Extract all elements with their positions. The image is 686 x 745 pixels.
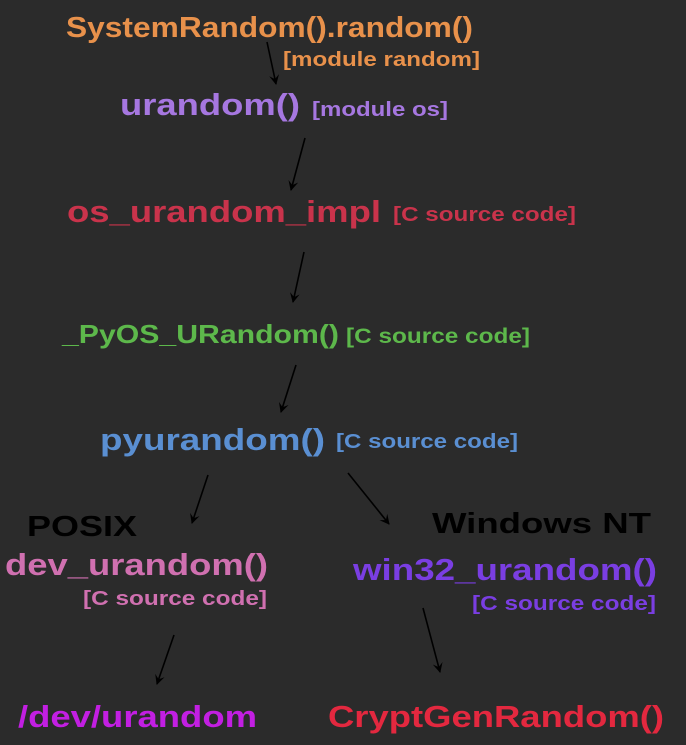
pyurandom-name: pyurandom() xyxy=(100,422,325,457)
arrow-pyos-urandom-to-pyurandom xyxy=(278,364,297,413)
win32-urandom-name: win32_urandom() xyxy=(352,552,657,587)
posix-platform-label: POSIX xyxy=(27,511,138,543)
arrow-win32-urandom-to-cryptgenrandom xyxy=(422,607,443,673)
dev-urandom-file-name: /dev/urandom xyxy=(18,699,257,734)
cryptgenrandom-name: CryptGenRandom() xyxy=(328,699,664,734)
os-urandom-impl-name: os_urandom_impl xyxy=(67,194,381,229)
pyos-urandom-name: _PyOS_URandom() xyxy=(61,319,339,349)
os-urandom-impl-note: [C source code] xyxy=(393,204,576,226)
arrow-dev-urandom-to-file xyxy=(155,634,175,685)
win32-urandom-note: [C source code] xyxy=(472,593,656,615)
pyurandom-note: [C source code] xyxy=(336,431,518,453)
dev-urandom-note: [C source code] xyxy=(83,588,267,610)
arrow-urandom-to-os-urandom-impl xyxy=(288,137,306,191)
arrow-systemrandom-to-urandom xyxy=(266,41,280,85)
system-random-note: [module random] xyxy=(283,49,480,71)
windows-nt-platform-label: Windows NT xyxy=(432,508,651,540)
arrow-pyurandom-to-dev-urandom xyxy=(190,474,209,524)
arrow-pyurandom-to-win32-urandom xyxy=(347,472,390,525)
arrow-os-urandom-impl-to-pyos-urandom xyxy=(290,251,305,303)
dev-urandom-name: dev_urandom() xyxy=(5,547,268,582)
system-random-name: SystemRandom().random() xyxy=(66,12,473,44)
urandom-note: [module os] xyxy=(312,99,448,121)
pyos-urandom-note: [C source code] xyxy=(346,325,530,348)
urandom-name: urandom() xyxy=(120,87,300,122)
